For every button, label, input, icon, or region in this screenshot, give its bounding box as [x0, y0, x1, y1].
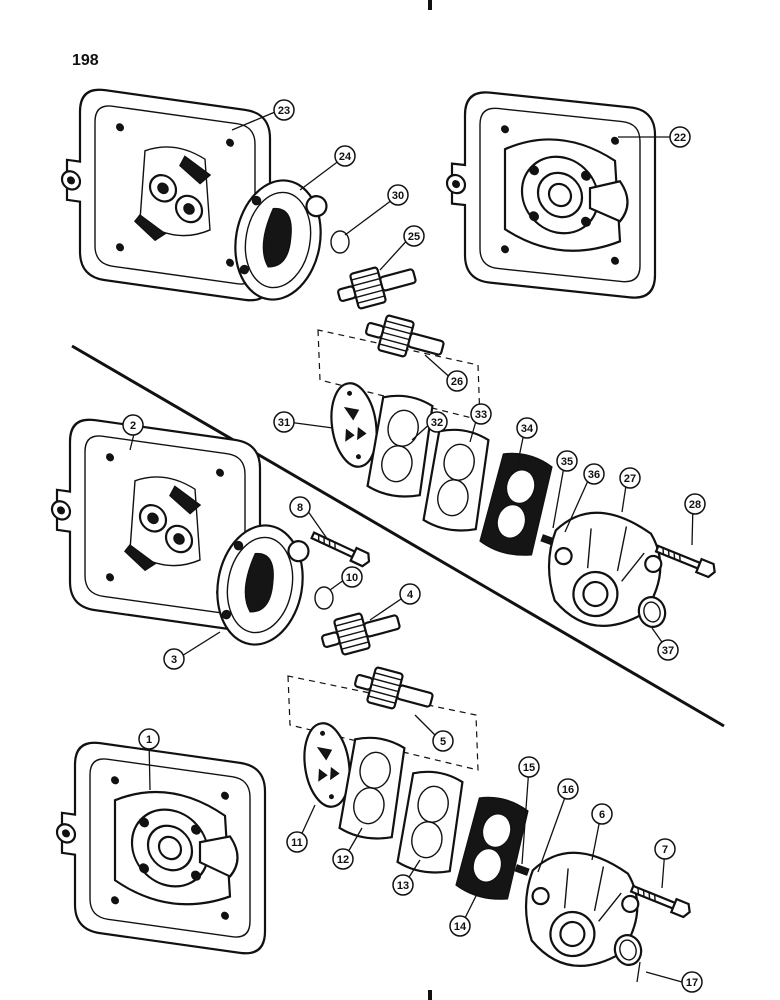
svg-text:34: 34	[521, 423, 534, 435]
callout-6: 6	[591, 803, 613, 825]
svg-text:22: 22	[674, 132, 686, 144]
svg-text:26: 26	[451, 376, 463, 388]
svg-text:12: 12	[337, 854, 349, 866]
svg-text:25: 25	[408, 231, 420, 243]
callout-36: 36	[583, 463, 605, 485]
gasket-13	[395, 767, 468, 878]
leader-17	[645, 971, 683, 983]
callout-5: 5	[432, 730, 454, 752]
leader-lines	[129, 111, 694, 983]
o-ring-10	[314, 586, 334, 610]
svg-text:4: 4	[407, 589, 414, 601]
driven-gear-5	[350, 661, 438, 719]
o-ring-30	[330, 230, 350, 254]
bolt-8	[308, 527, 374, 569]
callout-17: 17	[681, 971, 703, 993]
callout-30: 30	[387, 184, 409, 206]
drive-gear-25	[333, 257, 421, 315]
spring-15	[514, 864, 530, 876]
callout-37: 37	[657, 639, 679, 661]
callout-13: 13	[392, 874, 414, 896]
svg-text:15: 15	[523, 762, 535, 774]
callout-14: 14	[449, 915, 471, 937]
callout-3: 3	[163, 648, 185, 670]
svg-text:33: 33	[475, 409, 487, 421]
callout-15: 15	[518, 756, 540, 778]
callout-4: 4	[399, 583, 421, 605]
callout-12: 12	[332, 848, 354, 870]
svg-text:5: 5	[440, 736, 446, 748]
svg-text:10: 10	[346, 572, 358, 584]
housing-22	[445, 87, 657, 302]
svg-text:28: 28	[689, 499, 701, 511]
callout-11: 11	[286, 831, 308, 853]
callout-16: 16	[557, 778, 579, 800]
gear-group-bracket-lower	[287, 675, 479, 771]
section-divider	[71, 344, 725, 728]
gasket-12	[337, 733, 410, 844]
top-edge-mark	[428, 0, 432, 10]
callout-1: 1	[138, 728, 160, 750]
gasket-14	[454, 792, 533, 905]
callout-24: 24	[334, 145, 356, 167]
callout-27: 27	[619, 467, 641, 489]
callout-25: 25	[403, 225, 425, 247]
callout-33: 33	[470, 403, 492, 425]
svg-text:23: 23	[278, 105, 290, 117]
page-number: 198	[72, 52, 99, 69]
callout-2: 2	[122, 414, 144, 436]
svg-text:24: 24	[339, 151, 352, 163]
svg-text:30: 30	[392, 190, 404, 202]
callout-10: 10	[341, 566, 363, 588]
callout-22: 22	[669, 126, 691, 148]
svg-text:36: 36	[588, 469, 600, 481]
driven-gear-26	[361, 309, 449, 367]
svg-text:6: 6	[599, 809, 605, 821]
callout-7: 7	[654, 838, 676, 860]
bolt-7	[628, 881, 694, 920]
callout-31: 31	[273, 411, 295, 433]
drive-gear-4	[317, 603, 405, 661]
callout-23: 23	[273, 99, 295, 121]
svg-text:7: 7	[662, 844, 668, 856]
svg-text:16: 16	[562, 784, 574, 796]
callout-34: 34	[516, 417, 538, 439]
svg-text:13: 13	[397, 880, 409, 892]
svg-text:8: 8	[297, 502, 303, 514]
svg-text:17: 17	[686, 977, 698, 989]
svg-text:27: 27	[624, 473, 636, 485]
bottom-edge-mark	[428, 990, 432, 1000]
callout-28: 28	[684, 493, 706, 515]
svg-text:32: 32	[431, 417, 443, 429]
callout-32: 32	[426, 411, 448, 433]
svg-text:31: 31	[278, 417, 290, 429]
callout-8: 8	[289, 496, 311, 518]
svg-text:37: 37	[662, 645, 674, 657]
housing-1	[55, 736, 267, 958]
svg-text:35: 35	[561, 456, 573, 468]
svg-text:3: 3	[171, 654, 177, 666]
svg-text:1: 1	[146, 734, 152, 746]
svg-text:11: 11	[291, 837, 303, 849]
gasket-32	[365, 391, 438, 502]
gasket-33	[421, 425, 494, 536]
svg-text:14: 14	[454, 921, 467, 933]
svg-text:2: 2	[130, 420, 136, 432]
callout-35: 35	[556, 450, 578, 472]
bolt-28	[653, 541, 719, 580]
callout-26: 26	[446, 370, 468, 392]
gasket-34	[478, 448, 557, 561]
